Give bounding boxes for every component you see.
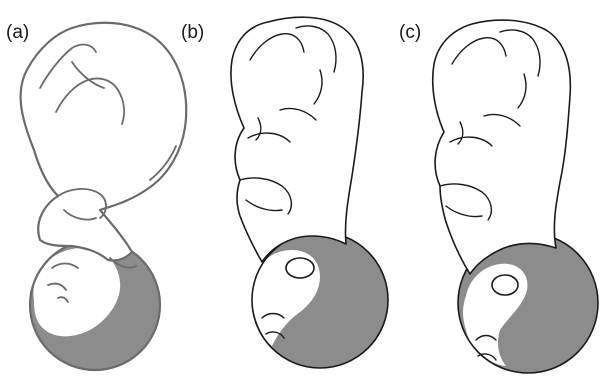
panel-c: (c)	[399, 20, 598, 373]
panel-a-fetus-illustration	[21, 23, 187, 370]
panel-b-body	[231, 17, 363, 262]
panel-c-label: (c)	[399, 22, 421, 43]
panel-c-body	[433, 20, 571, 274]
panel-b-label: (b)	[181, 22, 204, 43]
panel-a-body	[21, 23, 187, 261]
panel-a: (a)	[6, 22, 186, 370]
panel-b: (b)	[181, 17, 388, 368]
panel-b-head	[252, 232, 388, 368]
panel-a-head	[30, 240, 160, 370]
panel-c-fetus-illustration	[433, 20, 598, 373]
panel-a-label: (a)	[6, 22, 29, 43]
panel-b-fetus-illustration	[231, 17, 388, 368]
